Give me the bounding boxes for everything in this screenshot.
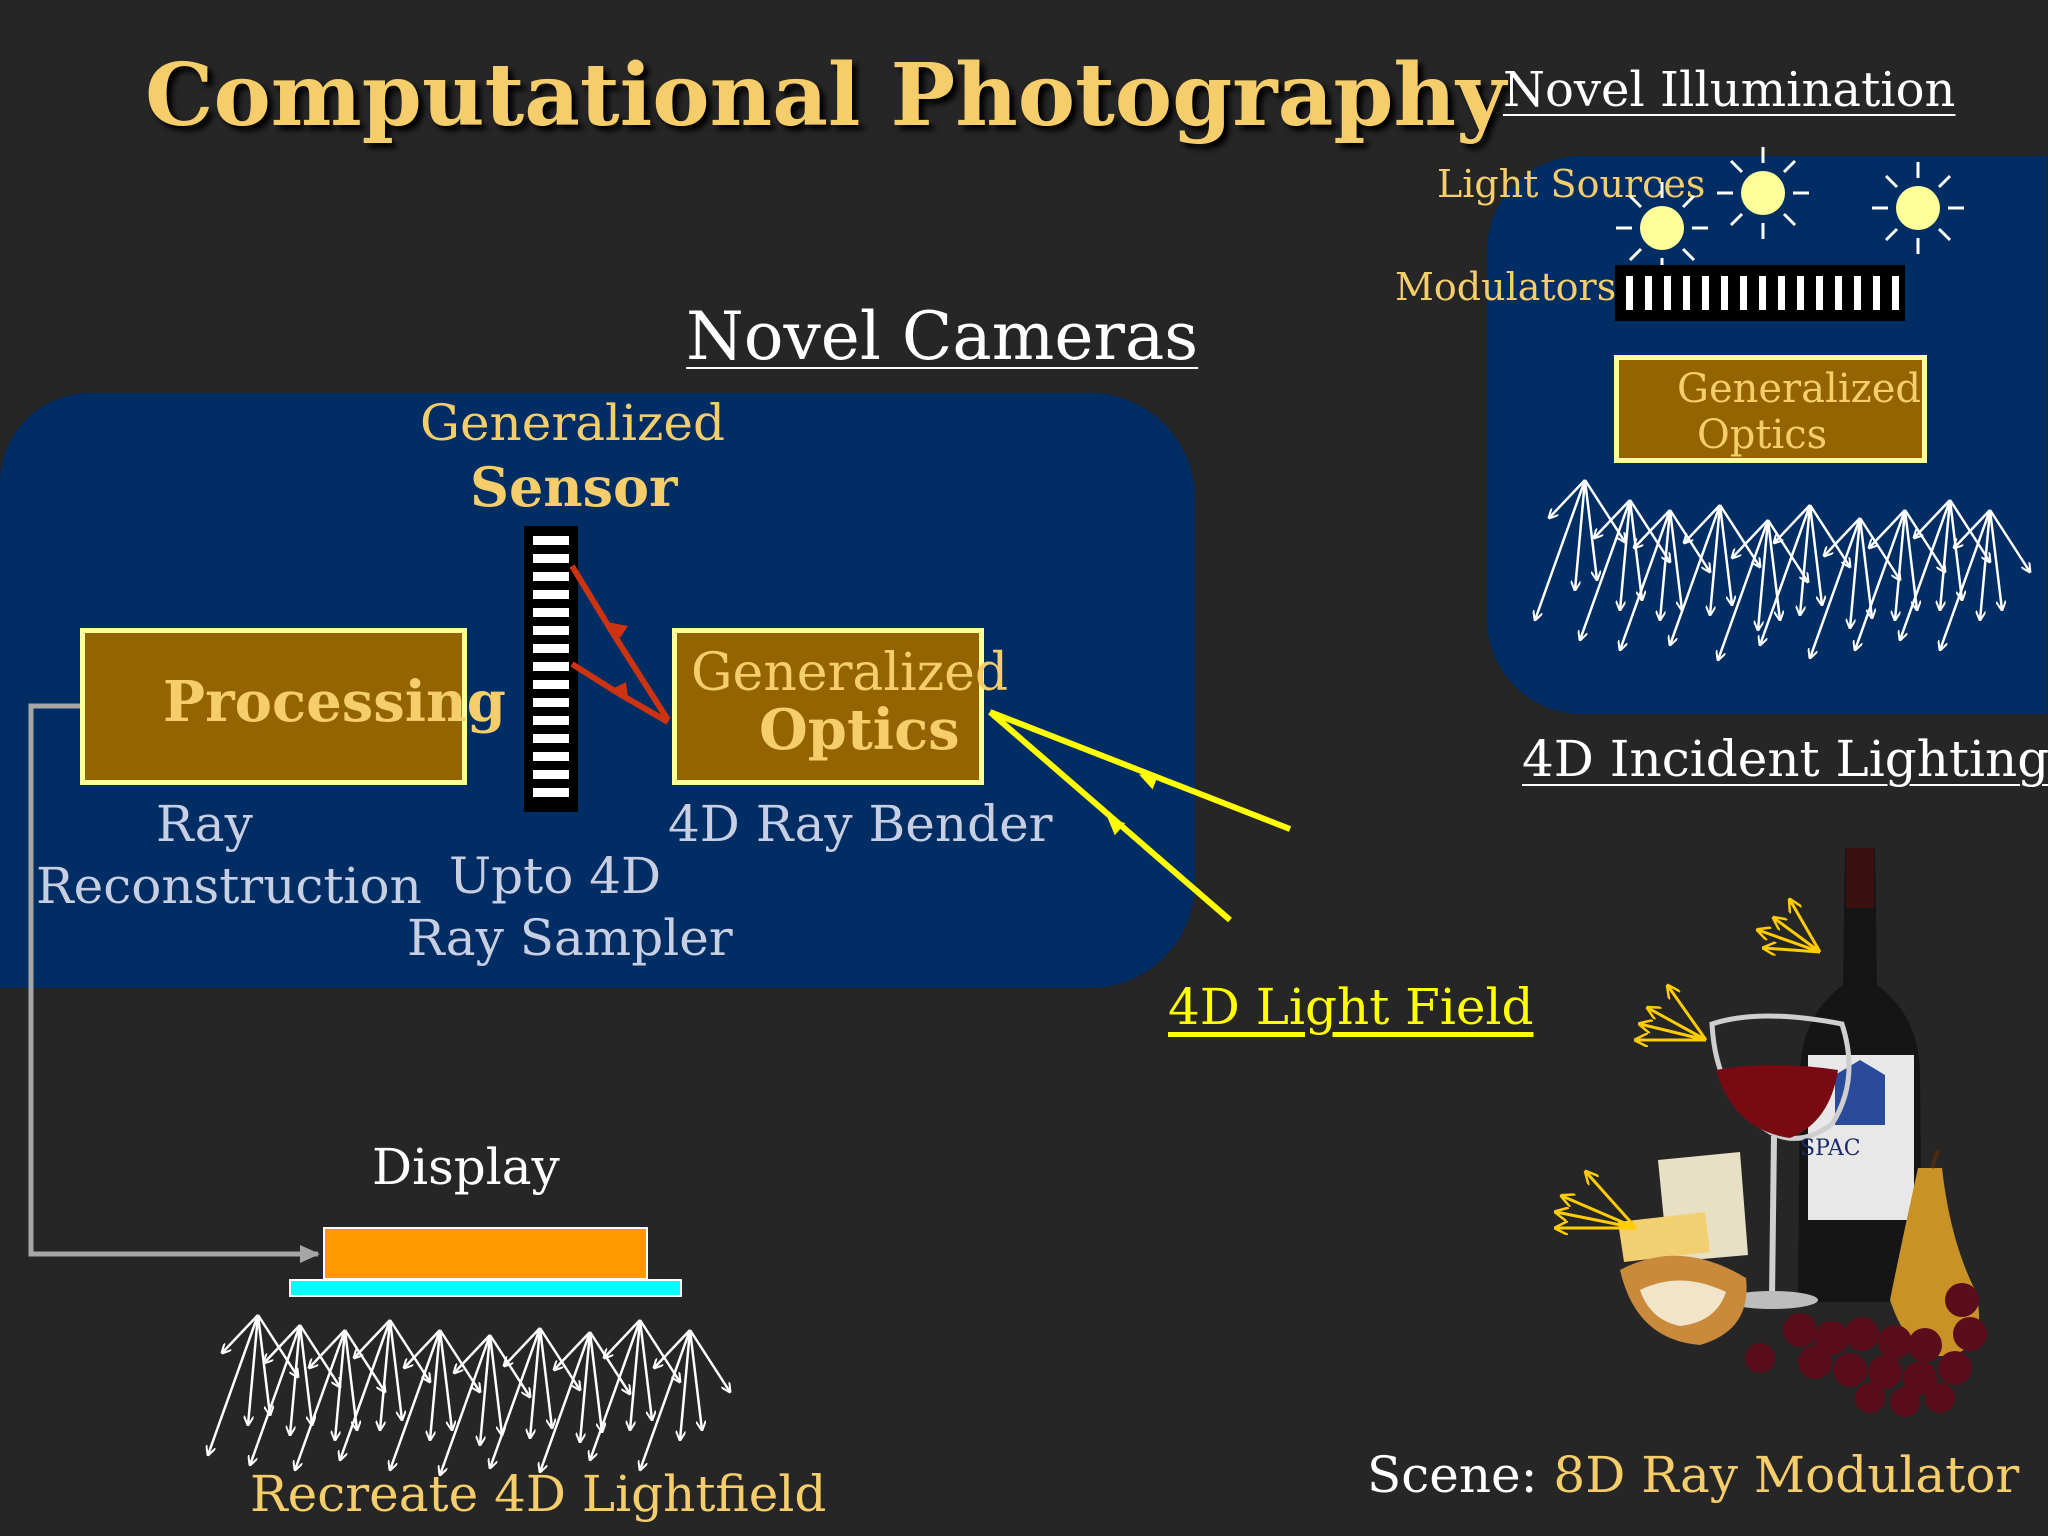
recreate-lightfield-caption: Recreate 4D Lightfield [250,1465,827,1523]
ray-reconstruction-line2: Reconstruction [36,857,422,915]
scene-caption: Scene: 8D Ray Modulator [1367,1446,2019,1504]
display-ray-fans [208,1315,730,1475]
scene-label: 8D Ray Modulator [1553,1446,2020,1504]
sun-icon [1715,145,1811,241]
incident-lighting-caption: 4D Incident Lighting [1522,730,2048,788]
sensor-strip [524,526,578,812]
ray-reconstruction-line1: Ray [156,795,253,853]
processing-to-display-arrow [28,703,320,1263]
novel-illumination-heading: Novel Illumination [1503,62,1956,118]
illumination-optics-box: Generalized Optics [1614,355,1927,463]
display-label: Display [372,1138,560,1196]
light-field-rays [988,709,1292,923]
modulator-grid [1615,265,1905,321]
bottle-brand: SPAC [1800,1136,1861,1161]
ray-bender-label: 4D Ray Bender [668,795,1053,853]
ray-sampler-line1: Upto 4D [449,847,662,905]
camera-optics-line1: Generalized [691,643,1009,703]
ray-sampler-line2: Ray Sampler [407,909,733,967]
modulators-label: Modulators [1395,265,1617,309]
illumination-optics-line2: Optics [1697,412,1828,458]
scene-illustration: SPAC [1556,848,1987,1417]
processing-box: Processing [80,628,506,785]
incident-ray-fans [1535,480,2030,660]
light-field-label: 4D Light Field [1168,978,1534,1036]
slide-title: Computational Photography [145,45,1506,146]
display-panel-cyan [289,1279,682,1297]
scene-prefix: Scene: [1367,1446,1538,1504]
camera-optics-box: Generalized Optics [672,628,1008,785]
sensor-rays [569,564,671,725]
processing-label: Processing [163,669,506,735]
sun-icon [1614,180,1710,276]
sensor-label-line1: Generalized [420,394,725,452]
camera-optics-line2: Optics [759,697,960,763]
sun-icon [1870,160,1966,256]
grapes [1745,1283,1987,1417]
sensor-label-line2: Sensor [470,455,678,519]
illumination-optics-line1: Generalized [1677,366,1921,412]
novel-cameras-heading: Novel Cameras [686,298,1199,375]
